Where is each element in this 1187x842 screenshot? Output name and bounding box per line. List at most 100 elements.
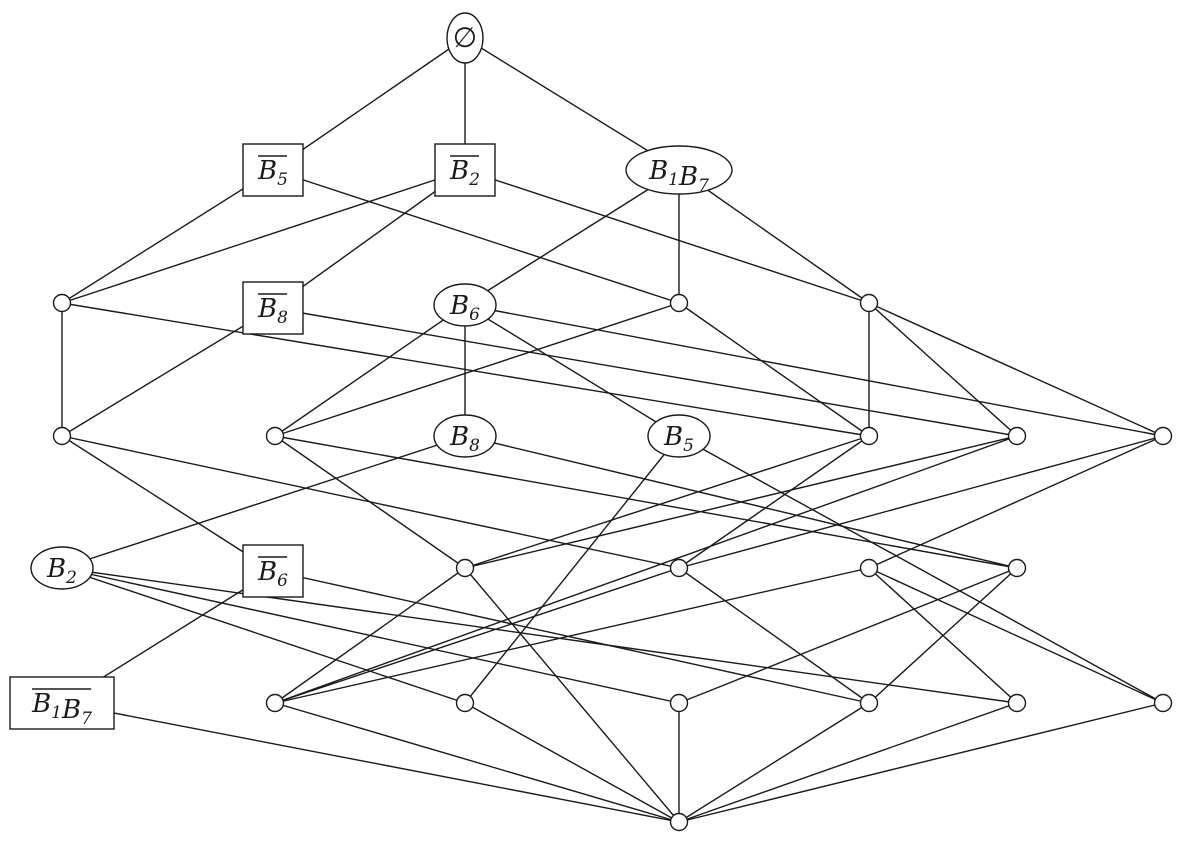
label-letter: B <box>449 291 469 321</box>
edge-b5-c4 <box>678 435 870 569</box>
node-circle <box>455 693 475 713</box>
label-subscript: 8 <box>469 436 480 456</box>
node-b7 <box>1153 426 1173 446</box>
node-label: B2 <box>449 156 480 190</box>
node-d7 <box>1153 693 1173 713</box>
edge-top-nB5bar <box>272 37 466 171</box>
label-letter: B <box>257 557 277 587</box>
node-b2 <box>265 426 285 446</box>
label-letter: B <box>46 554 66 584</box>
edge-b6-d2 <box>274 435 1018 704</box>
node-nB8: B8 <box>433 414 497 458</box>
label-subscript: 1 <box>51 703 62 723</box>
node-d3 <box>455 693 475 713</box>
node-nB1B7bar: B1B7 <box>9 676 115 730</box>
label-subscript: 1 <box>668 170 679 190</box>
edge-nB2bar-a5 <box>464 169 870 304</box>
node-bottom <box>669 812 689 832</box>
node-nB1B7: B1B7 <box>625 145 733 196</box>
edge-c3-bottom <box>464 567 680 823</box>
edge-c6-d5 <box>868 567 1018 704</box>
node-a1 <box>52 293 72 313</box>
node-label: B5 <box>257 156 288 190</box>
node-nB5bar: B5 <box>242 143 304 197</box>
node-ellipse <box>433 283 497 327</box>
node-nB2bar: B2 <box>434 143 496 197</box>
node-b6 <box>1007 426 1027 446</box>
node-circle <box>455 558 475 578</box>
edge-d3-bottom <box>464 702 680 823</box>
node-nB6: B6 <box>433 283 497 327</box>
node-circle <box>1007 426 1027 446</box>
edge-nB6-b2 <box>274 304 466 437</box>
node-label: B6 <box>449 291 480 325</box>
node-box <box>242 544 304 598</box>
node-circle <box>669 693 689 713</box>
label-letter: B <box>663 422 683 452</box>
label-subscript: 8 <box>277 308 288 328</box>
node-nB8bar: B8 <box>242 281 304 335</box>
edge-nB2bar-nB8bar <box>272 169 466 309</box>
node-c6 <box>1007 558 1027 578</box>
node-a5 <box>859 293 879 313</box>
edge-d2-bottom <box>274 702 680 823</box>
node-circle <box>669 812 689 832</box>
node-circle <box>669 558 689 578</box>
edge-b2-c3 <box>274 435 466 569</box>
node-label: B1B7 <box>648 156 709 196</box>
node-circle <box>52 293 72 313</box>
edge-d6-bottom <box>678 702 1018 823</box>
label-subscript: 7 <box>81 709 92 729</box>
label-letter: B <box>678 162 698 192</box>
node-circle <box>1153 693 1173 713</box>
edge-c4-d5 <box>678 567 870 704</box>
edge-nB1B7-a5 <box>678 169 870 304</box>
label-subscript: 2 <box>468 170 480 190</box>
label-letter: B <box>257 294 277 324</box>
label-subscript: 7 <box>698 176 709 196</box>
edge-nB5bar-a4 <box>272 169 680 304</box>
edge-a4-b2 <box>274 302 680 437</box>
edge-nB1B7-nB6 <box>464 169 680 306</box>
edge-nB2-d3 <box>61 567 466 704</box>
node-circle <box>859 693 879 713</box>
edge-nB8bar-b6 <box>272 307 1018 437</box>
node-label: B2 <box>46 554 77 588</box>
edge-b1-nB6bar <box>61 435 274 572</box>
node-box <box>242 281 304 335</box>
node-box <box>242 143 304 197</box>
edge-top-nB1B7 <box>464 37 680 171</box>
node-label: B1B7 <box>31 689 92 729</box>
edge-c5-d2 <box>274 567 870 704</box>
edge-d5-bottom <box>678 702 870 823</box>
node-label: B8 <box>449 422 480 456</box>
edge-c6-d4 <box>678 567 1018 704</box>
label-subscript: 5 <box>683 436 694 456</box>
edge-c5-d7 <box>868 567 1164 704</box>
label-subscript: 6 <box>469 305 480 325</box>
edge-nB2-d6 <box>61 567 1018 704</box>
node-d4 <box>669 693 689 713</box>
edge-nB6-b7 <box>464 304 1164 437</box>
node-ellipse <box>30 546 94 590</box>
edge-nB8-nB2 <box>61 435 466 569</box>
label-letter: B <box>61 695 81 725</box>
edge-a4-b5 <box>678 302 870 437</box>
edge-nB1B7bar-bottom <box>61 702 680 823</box>
node-nB6bar: B6 <box>242 544 304 598</box>
node-circle <box>859 558 879 578</box>
edge-a5-b7 <box>868 302 1164 437</box>
edge-nB5-d3 <box>464 435 680 704</box>
node-circle <box>52 426 72 446</box>
label-subscript: 5 <box>277 170 288 190</box>
edge-nB6bar-d5 <box>272 570 870 704</box>
node-c3 <box>455 558 475 578</box>
node-d2 <box>265 693 285 713</box>
node-label: B5 <box>663 422 694 456</box>
node-d6 <box>1007 693 1027 713</box>
node-circle <box>859 426 879 446</box>
node-circle <box>265 693 285 713</box>
edge-nB2bar-a1 <box>61 169 466 304</box>
node-label: B8 <box>257 294 288 328</box>
